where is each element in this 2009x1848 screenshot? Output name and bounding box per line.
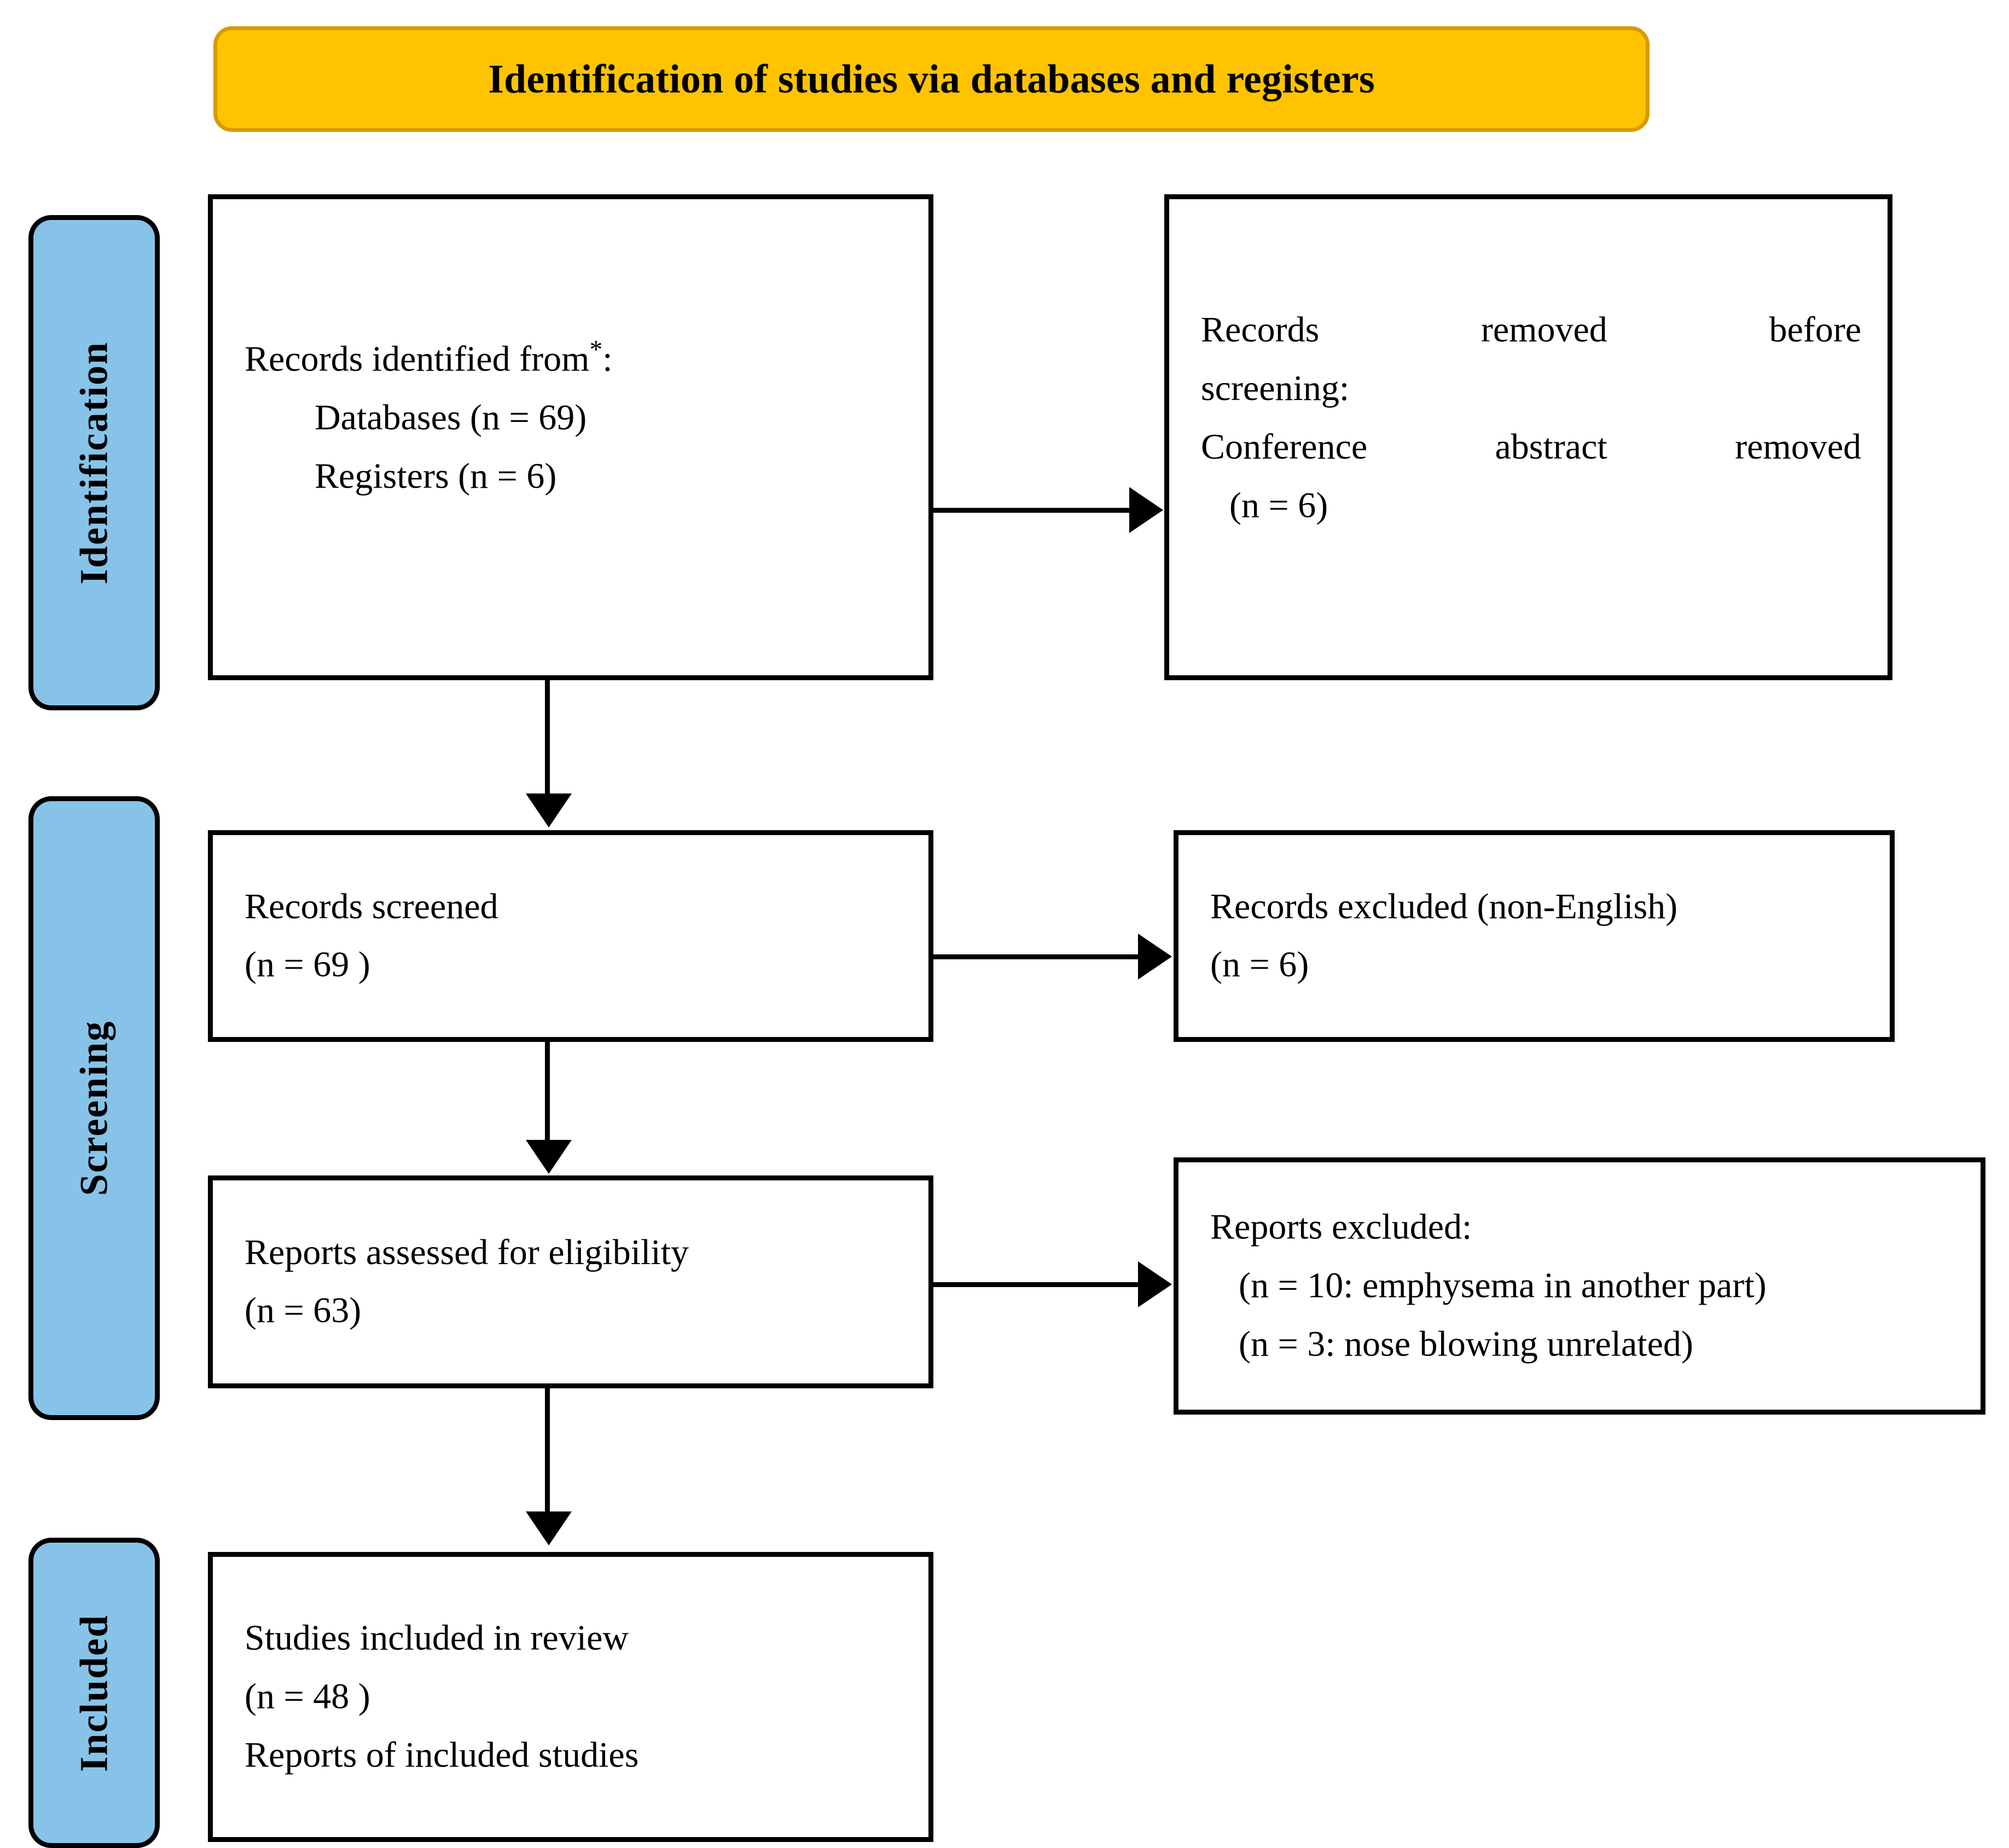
box-reports-excluded-body: Reports excluded: (n = 10: emphysema in … [1210,1198,1954,1374]
box-studies-included-body: Studies included in review (n = 48 ) Rep… [245,1609,902,1785]
records-screened-count: (n = 69 ) [245,945,370,985]
box-records-removed: Records removed before screening: Confer… [1164,194,1892,680]
connector-identified-to-screened-line [545,680,550,800]
records-excluded-count: (n = 6) [1210,945,1309,985]
box-records-identified-body: Records identified from*: Databases (n =… [245,331,902,506]
box-records-screened-body: Records screened (n = 69 ) [245,878,902,995]
connector-screened-to-eligibility-line [545,1042,550,1146]
connector-eligibility-to-included-line [545,1388,550,1515]
stage-label-included-text: Included [72,1614,116,1772]
studies-included-reports: Reports of included studies [245,1735,639,1775]
diagram-title-banner: Identification of studies via databases … [213,26,1650,132]
arrow-right-icon [1138,1261,1172,1307]
reports-assessed-count: (n = 63) [245,1290,362,1331]
records-removed-heading-line2: screening: [1201,368,1350,409]
studies-included-label: Studies included in review [245,1618,629,1658]
records-identified-databases: Databases (n = 69) [315,397,587,438]
arrow-down-icon [526,1511,572,1545]
reports-excluded-reason-2: (n = 3: nose blowing unrelated) [1239,1324,1693,1364]
stage-label-screening: Screening [28,796,160,1420]
records-identified-heading: Records identified from*: [245,335,613,379]
box-records-identified: Records identified from*: Databases (n =… [208,194,933,680]
box-reports-assessed-eligibility: Reports assessed for eligibility (n = 63… [208,1175,933,1388]
box-records-screened: Records screened (n = 69 ) [208,830,933,1042]
reports-excluded-reason-1: (n = 10: emphysema in another part) [1239,1265,1767,1306]
box-records-removed-body: Records removed before screening: Confer… [1201,301,1861,535]
connector-identified-to-removed-line [933,508,1134,513]
page-title: Identification of studies via databases … [488,56,1375,102]
arrow-down-icon [526,793,572,827]
box-reports-assessed-eligibility-body: Reports assessed for eligibility (n = 63… [245,1224,902,1341]
box-records-excluded-non-english-body: Records excluded (non-English) (n = 6) [1210,878,1863,995]
reports-excluded-heading: Reports excluded: [1210,1207,1472,1247]
records-removed-heading-line1: Records removed before [1201,310,1861,350]
arrow-down-icon [526,1140,572,1174]
stage-label-identification-text: Identification [72,341,116,584]
studies-included-count: (n = 48 ) [245,1676,370,1717]
stage-label-included: Included [28,1538,160,1848]
arrow-right-icon [1129,487,1163,533]
records-excluded-label: Records excluded (non-English) [1210,886,1678,926]
box-records-excluded-non-english: Records excluded (non-English) (n = 6) [1174,830,1895,1042]
records-identified-registers: Registers (n = 6) [315,456,557,496]
stage-label-screening-text: Screening [72,1020,116,1196]
records-removed-count: (n = 6) [1229,485,1328,526]
connector-screened-to-excluded-line [933,954,1142,959]
reports-assessed-label: Reports assessed for eligibility [245,1232,689,1272]
connector-eligibility-to-reports-excluded-line [933,1282,1142,1287]
records-removed-conference-abstract: Conference abstract removed [1201,427,1861,467]
footnote-marker: * [589,335,603,364]
arrow-right-icon [1138,934,1172,980]
box-reports-excluded: Reports excluded: (n = 10: emphysema in … [1174,1157,1985,1415]
box-studies-included: Studies included in review (n = 48 ) Rep… [208,1552,933,1842]
stage-label-identification: Identification [28,215,160,710]
records-screened-label: Records screened [245,886,498,926]
